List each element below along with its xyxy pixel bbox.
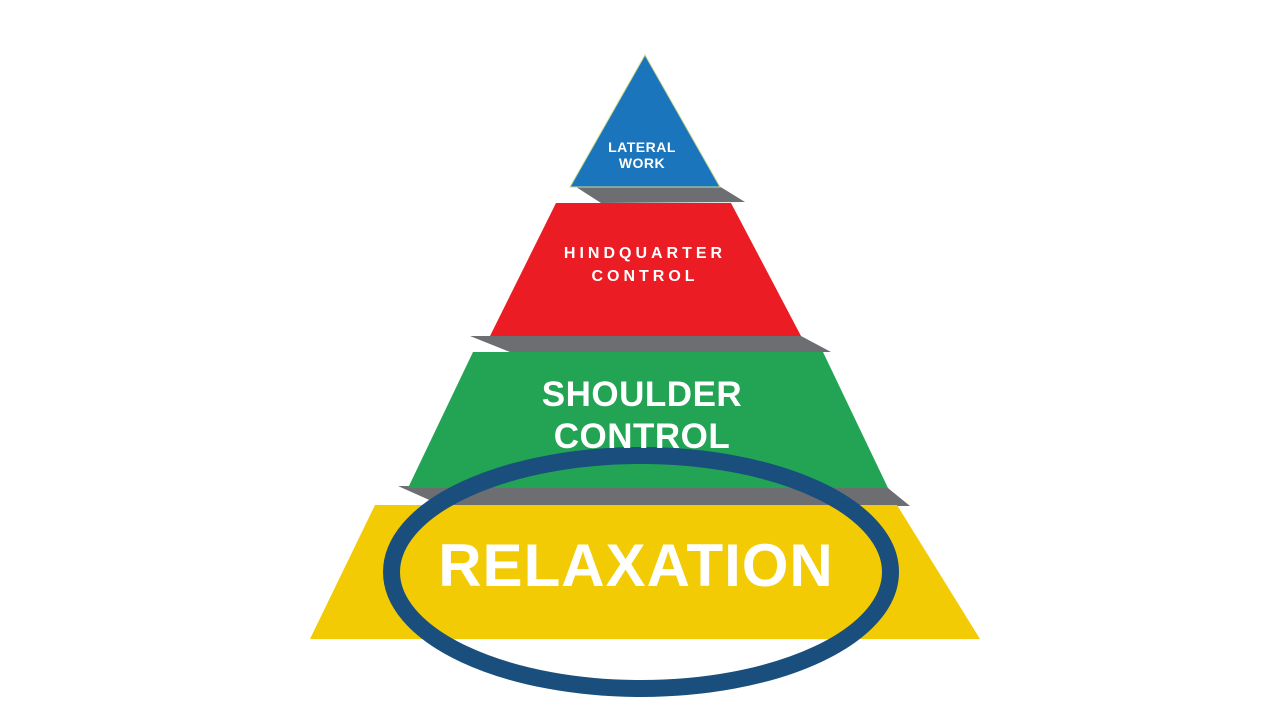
- level-shape-lateral-work: [569, 53, 721, 188]
- shadow-under-shoulder-control: [398, 486, 910, 507]
- label-line: SHOULDER: [541, 375, 743, 414]
- level-shape-hindquarter-control: [490, 203, 801, 336]
- label-line: CONTROL: [553, 417, 731, 456]
- level-shape-shoulder-control: [408, 352, 888, 488]
- shadow-under-hindquarter-control: [470, 336, 831, 352]
- label-line: WORK: [618, 155, 666, 171]
- label-line: CONTROL: [591, 268, 699, 285]
- label-relaxation: RELAXATION: [386, 536, 886, 596]
- label-line: HINDQUARTER: [563, 245, 727, 262]
- label-line: LATERAL: [608, 139, 676, 155]
- emphasis-ellipse: [383, 447, 899, 697]
- label-shoulder-control: SHOULDER CONTROL: [487, 374, 797, 458]
- shadow-under-lateral-work: [573, 185, 745, 203]
- label-hindquarter-control: HINDQUARTER CONTROL: [520, 242, 770, 288]
- label-line: RELAXATION: [438, 532, 834, 599]
- label-lateral-work: LATERAL WORK: [542, 139, 742, 171]
- level-shape-relaxation: [310, 505, 980, 639]
